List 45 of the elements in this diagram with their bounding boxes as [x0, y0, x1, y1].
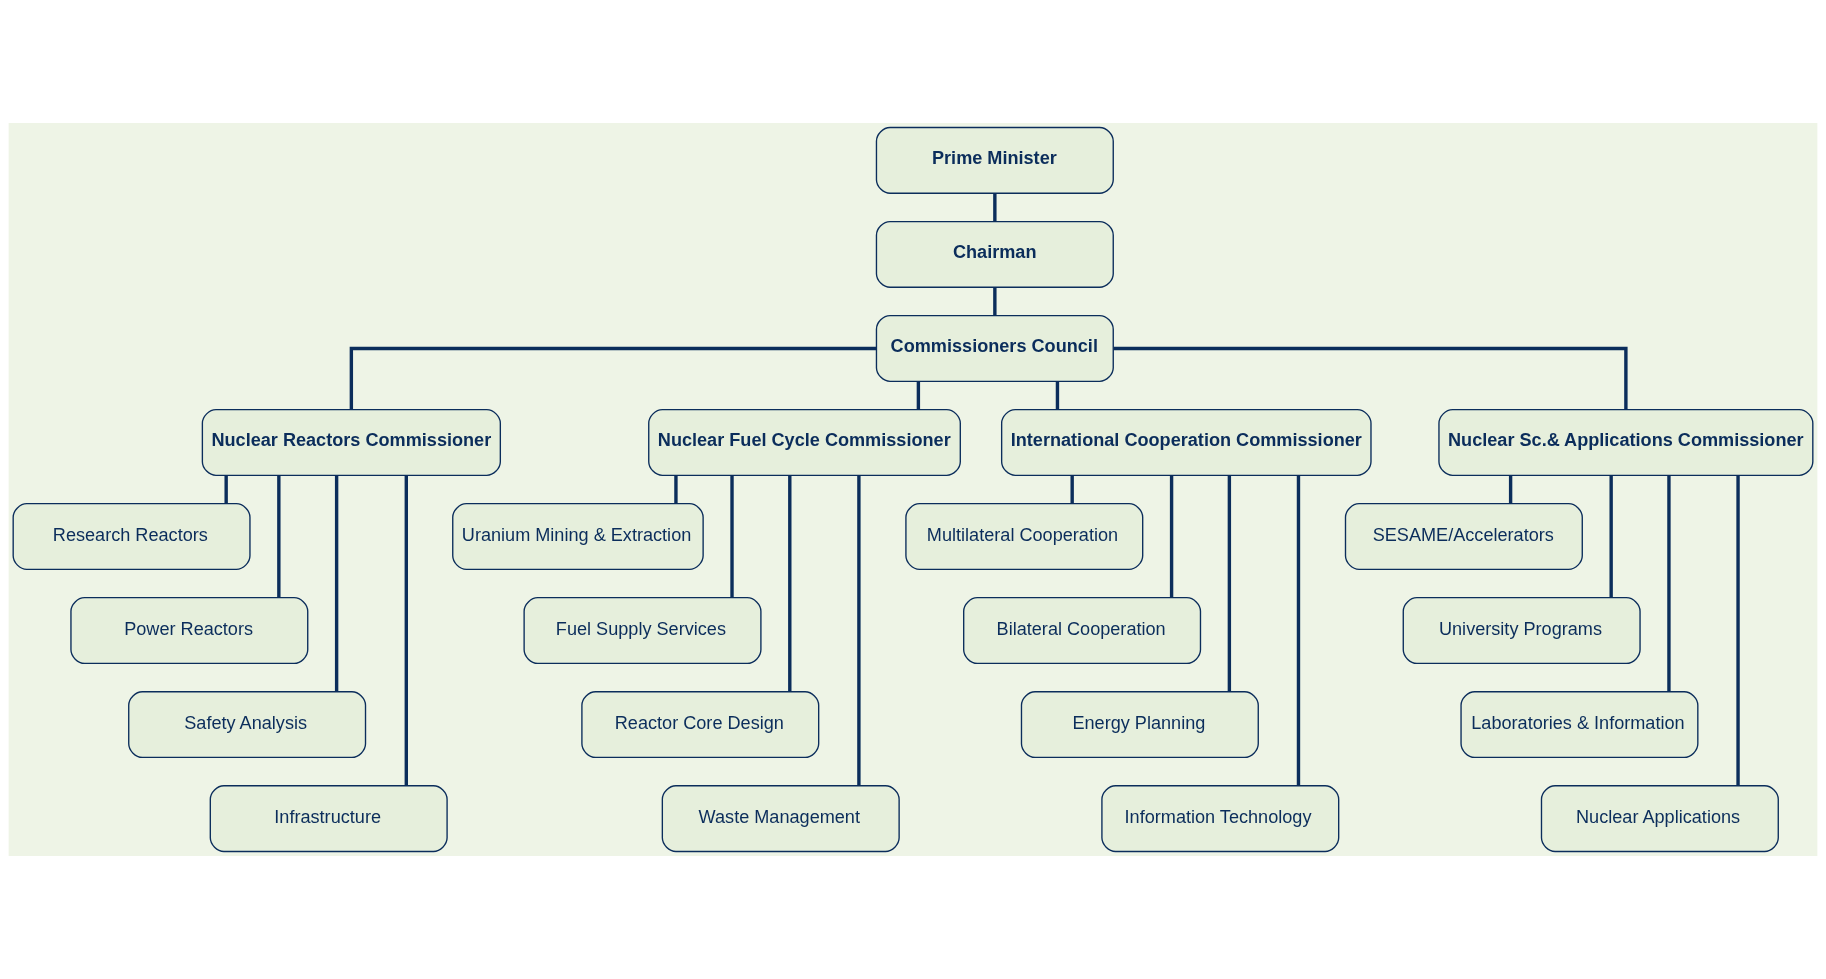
node-box: Energy Planning: [1020, 691, 1259, 759]
node-box: Nuclear Reactors Commissioner: [201, 408, 501, 476]
connector: [277, 475, 281, 598]
connector: [1227, 475, 1232, 692]
connector: [1113, 346, 1628, 410]
connector: [1055, 381, 1060, 410]
node-box: Multilateral Cooperation: [905, 503, 1144, 571]
connector: [857, 475, 861, 786]
connector: [1667, 475, 1671, 692]
connector: [1169, 475, 1174, 598]
node-box: SESAME/Accelerators: [1344, 503, 1583, 571]
node-box: Research Reactors: [12, 503, 251, 571]
connector: [730, 475, 734, 598]
node-box: Fuel Supply Services: [523, 597, 762, 665]
node-box: Power Reactors: [70, 597, 309, 665]
node-box: Chairman: [875, 220, 1114, 288]
node-box: Commissioners Council: [875, 314, 1114, 382]
node-box: Information Technology: [1101, 785, 1340, 853]
connector: [993, 287, 997, 316]
connector: [1736, 475, 1740, 786]
connector: [1296, 475, 1301, 786]
connector: [1508, 475, 1513, 504]
node-box: Safety Analysis: [128, 691, 367, 759]
node-box: Prime Minister: [875, 126, 1114, 194]
connector: [404, 475, 408, 786]
connector: [1609, 475, 1613, 598]
connector: [993, 193, 997, 222]
node-box: Nuclear Applications: [1540, 785, 1779, 853]
connector: [788, 475, 792, 692]
node-box: University Programs: [1402, 597, 1641, 665]
connector: [916, 381, 921, 410]
node-box: Uranium Mining & Extraction: [452, 503, 704, 571]
node-box: Laboratories & Information: [1460, 691, 1699, 759]
node-box: International Cooperation Commissioner: [1000, 408, 1372, 476]
connector: [349, 346, 877, 410]
node-box: Waste Management: [661, 785, 900, 853]
node-box: Reactor Core Design: [581, 691, 820, 759]
connector: [674, 475, 678, 504]
connector: [1070, 475, 1074, 504]
connector: [224, 475, 228, 504]
node-box: Infrastructure: [209, 785, 448, 853]
node-box: Nuclear Fuel Cycle Commissioner: [648, 408, 961, 476]
node-box: Bilateral Cooperation: [963, 597, 1202, 665]
connector: [334, 475, 339, 692]
node-box: Nuclear Sc.& Applications Commissioner: [1438, 408, 1814, 476]
